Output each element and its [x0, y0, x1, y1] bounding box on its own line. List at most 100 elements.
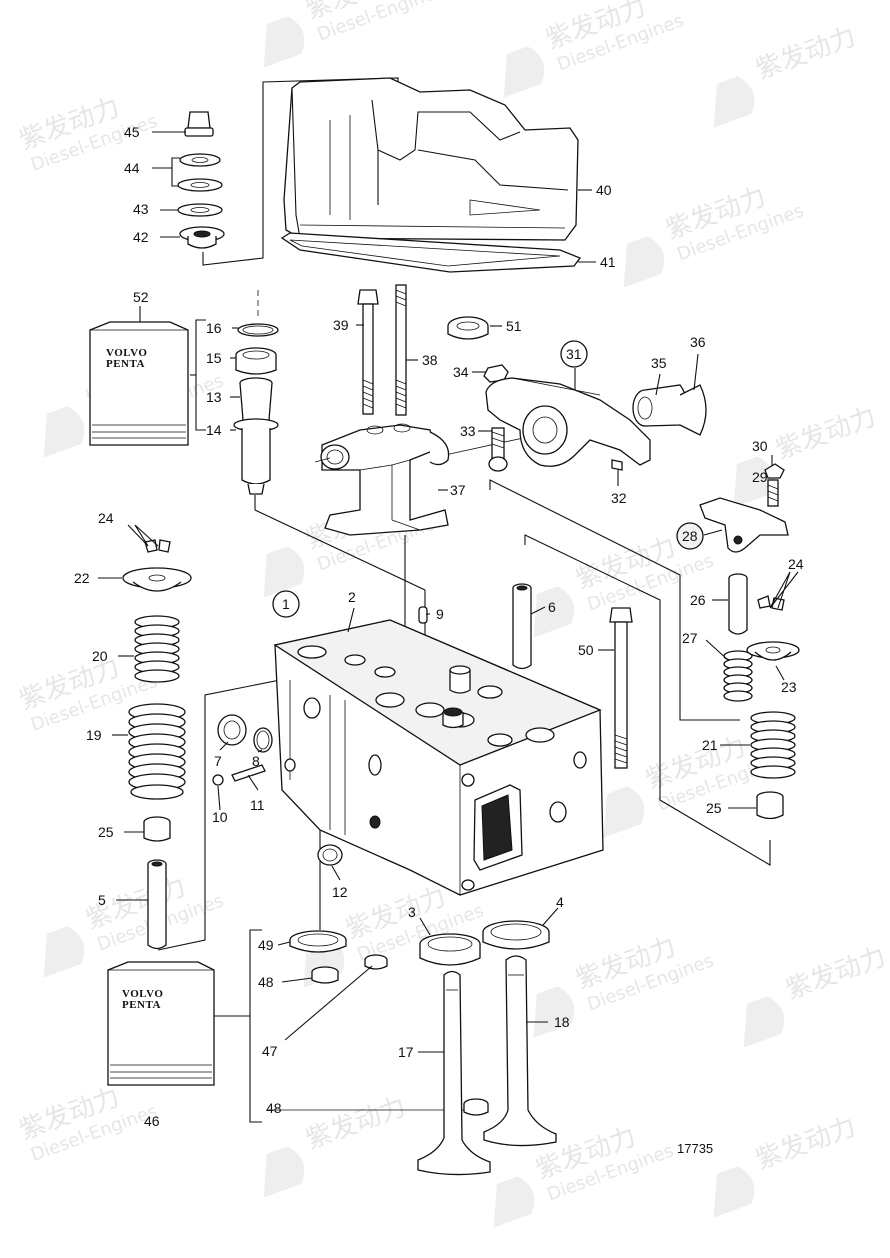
callout-43: 43 — [133, 201, 149, 217]
callout-39: 39 — [333, 317, 349, 333]
callout-circle-28 — [676, 522, 704, 550]
cylinder-head — [273, 619, 604, 896]
watermark-logo: 紫发动力 Diesel-Engines — [503, 0, 687, 98]
spring-20 — [134, 615, 180, 683]
callout-18: 18 — [554, 1014, 570, 1030]
callout-16: 16 — [206, 320, 222, 336]
watermark-cn: 紫发动力 — [782, 942, 890, 1006]
callout-40: 40 — [596, 182, 612, 198]
watermark-logo: 紫发动力 — [743, 942, 890, 1048]
callout-5: 5 — [98, 892, 106, 908]
callout-9: 9 — [436, 606, 444, 622]
callout-7: 7 — [214, 753, 222, 769]
watermark-logo: 紫发动力 Diesel-Engines — [263, 0, 447, 68]
gasket-kit-package-46: VOLVO PENTA — [107, 961, 215, 1086]
watermark-cn: 紫发动力 — [772, 402, 880, 466]
callout-25-left: 25 — [98, 824, 114, 840]
rocker-bracket — [314, 423, 450, 536]
callout-23: 23 — [781, 679, 797, 695]
callout-12: 12 — [332, 884, 348, 900]
callout-17: 17 — [398, 1044, 414, 1060]
callout-47: 47 — [262, 1043, 278, 1059]
callout-44: 44 — [124, 160, 140, 176]
document-number: 17735 — [677, 1141, 713, 1156]
callout-19: 19 — [86, 727, 102, 743]
grouping-lines — [157, 77, 771, 1123]
callout-24-right: 24 — [788, 556, 804, 572]
callout-20: 20 — [92, 648, 108, 664]
callout-48-top: 48 — [258, 974, 274, 990]
watermark-cn: 紫发动力 — [752, 22, 860, 86]
valve-guides-and-bolt — [418, 573, 748, 769]
watermark-cn: 紫发动力 — [752, 1112, 860, 1176]
watermark-logo: 紫发动力 Diesel-Engines — [16, 1082, 161, 1166]
callout-8: 8 — [252, 753, 260, 769]
callout-50: 50 — [578, 642, 594, 658]
leader-lines — [98, 131, 799, 1053]
seal-ring-51 — [447, 316, 489, 340]
callout-10: 10 — [212, 809, 228, 825]
callout-29: 29 — [752, 469, 768, 485]
callout-34: 34 — [453, 364, 469, 380]
brand-volvo: VOLVO — [106, 347, 147, 359]
right-valve-stack — [723, 595, 800, 820]
callout-37: 37 — [450, 482, 466, 498]
callout-21: 21 — [702, 737, 718, 753]
callout-38: 38 — [422, 352, 438, 368]
watermark-cn: 紫发动力 — [302, 1092, 410, 1156]
callout-27: 27 — [682, 630, 698, 646]
callout-13: 13 — [206, 389, 222, 405]
callout-labels: 45 44 43 42 40 41 51 52 16 15 13 14 39 3… — [74, 124, 804, 1156]
callout-46: 46 — [144, 1113, 160, 1129]
callout-35: 35 — [651, 355, 667, 371]
callout-42: 42 — [133, 229, 149, 245]
valve-cover — [283, 77, 579, 241]
callout-3: 3 — [408, 904, 416, 920]
callout-28: 28 — [682, 528, 698, 544]
callout-33: 33 — [460, 423, 476, 439]
callout-14: 14 — [206, 422, 222, 438]
watermark-logo: 紫发动力 Diesel-Engines — [623, 182, 807, 288]
valve-bridge-parts — [699, 463, 789, 553]
cover-fasteners — [177, 111, 225, 249]
callout-11: 11 — [250, 797, 265, 813]
callout-26: 26 — [690, 592, 706, 608]
rocker-bolts — [357, 284, 407, 416]
callout-45: 45 — [124, 124, 140, 140]
callout-41: 41 — [600, 254, 616, 270]
callout-36: 36 — [690, 334, 706, 350]
callout-49: 49 — [258, 937, 274, 953]
watermark-logo: 紫发动力 Diesel-Engines — [43, 872, 227, 978]
callout-circle-1 — [272, 590, 300, 618]
rocker-arm-assembly — [483, 364, 707, 472]
valve-cover-gasket — [280, 232, 582, 273]
callout-52: 52 — [133, 289, 149, 305]
left-valve-stack — [122, 539, 192, 950]
plugs-and-pins — [212, 714, 343, 866]
brand-penta: PENTA — [106, 358, 145, 370]
callout-30: 30 — [752, 438, 768, 454]
injector-sleeve-parts — [233, 290, 279, 495]
watermark-logo: 紫发动力 Diesel-Engines — [263, 492, 447, 598]
callout-31: 31 — [566, 346, 582, 362]
watermark-logo: 紫发动力 — [713, 22, 860, 128]
valves-and-seats — [289, 920, 557, 1176]
callout-1: 1 — [282, 596, 290, 612]
brand-volvo: VOLVO — [122, 988, 163, 1000]
callout-15: 15 — [206, 350, 222, 366]
callout-32: 32 — [611, 490, 627, 506]
callout-48-bottom: 48 — [266, 1100, 282, 1116]
callout-24-left: 24 — [98, 510, 114, 526]
spring-19 — [128, 703, 186, 800]
callout-4: 4 — [556, 894, 564, 910]
brand-penta: PENTA — [122, 999, 161, 1011]
callout-25-right: 25 — [706, 800, 722, 816]
callout-circle-31 — [560, 340, 588, 368]
callout-22: 22 — [74, 570, 90, 586]
watermark-logo: 紫发动力 — [733, 402, 880, 508]
gasket-kit-package-52: VOLVO PENTA — [89, 321, 189, 446]
callout-2: 2 — [348, 589, 356, 605]
callout-51: 51 — [506, 318, 522, 334]
callout-6: 6 — [548, 599, 556, 615]
